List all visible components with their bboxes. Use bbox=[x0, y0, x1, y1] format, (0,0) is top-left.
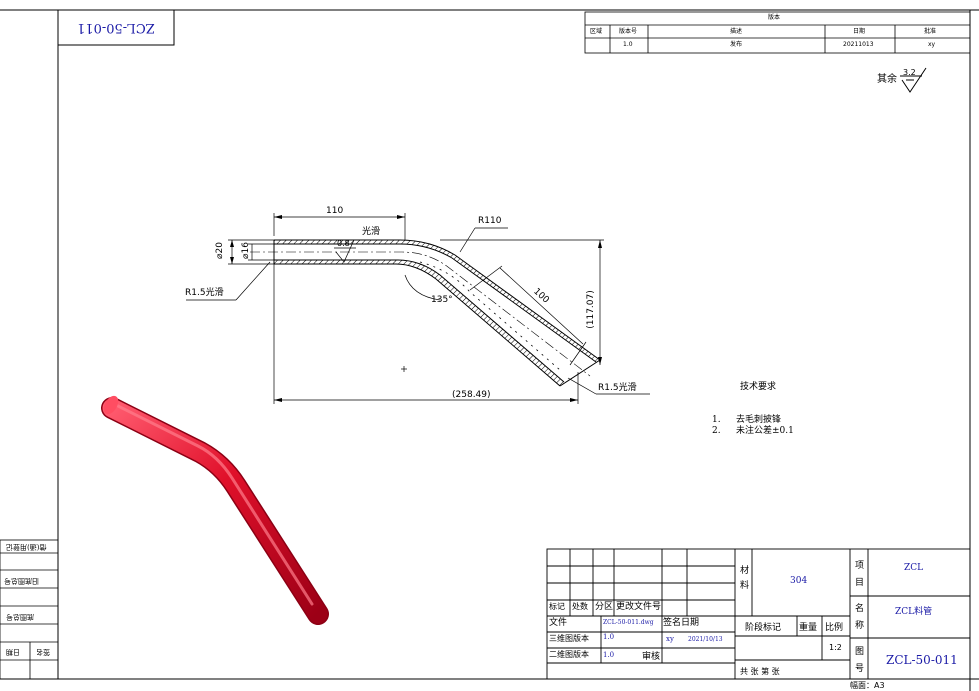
dimension-arrows bbox=[230, 215, 602, 402]
tb-mark-h-3: 更改文件号 bbox=[616, 602, 662, 612]
rev-row-approve: xy bbox=[928, 41, 936, 48]
tb-name-label: 名称 bbox=[853, 603, 863, 637]
roughness-symbol bbox=[900, 67, 927, 93]
title-block-lines bbox=[546, 548, 971, 680]
rev-row-version: 1.0 bbox=[623, 41, 633, 48]
tb-drawing-no-label: 图号 bbox=[853, 646, 863, 680]
dim-r1-5-left: R1.5光滑 bbox=[185, 288, 224, 298]
tb-mark-h-0: 标记 bbox=[549, 602, 565, 611]
tb-date: 2021/10/13 bbox=[688, 636, 723, 643]
roughness-value: 3.2 bbox=[903, 68, 916, 77]
tb-project-value: ZCL bbox=[904, 563, 924, 573]
tb-material-label: 材料 bbox=[738, 565, 748, 595]
rev-header-approve: 批准 bbox=[924, 28, 937, 35]
dim-angle-135: 135° bbox=[431, 295, 453, 305]
tb-mark-h-1: 处数 bbox=[572, 602, 588, 611]
tech-title: 技术要求 bbox=[740, 382, 777, 392]
tb-scale-value: 1:2 bbox=[829, 643, 842, 652]
dimension-lines bbox=[186, 213, 650, 404]
top-stamp-drawing-number: ZCL-50-011 bbox=[77, 20, 155, 35]
tech-item-1-num: 1. bbox=[712, 415, 721, 425]
dim-phi16: ⌀16 bbox=[240, 242, 251, 259]
tb-format: 幅面：A3 bbox=[850, 681, 885, 690]
side-label-register: 借(通)用登记 bbox=[6, 543, 47, 551]
tb-stage-label: 阶段标记 bbox=[745, 623, 782, 633]
rev-header-zone: 区域 bbox=[590, 28, 603, 35]
pipe-wall-hatching bbox=[274, 240, 600, 386]
rev-header-version: 版本号 bbox=[619, 28, 638, 35]
dim-smooth-top: 光滑 bbox=[362, 227, 381, 237]
rev-header-date: 日期 bbox=[853, 28, 866, 35]
dim-phi20: ⌀20 bbox=[214, 242, 225, 259]
tb-3d-label: 三维图版本 bbox=[549, 634, 589, 643]
side-label-base-no: 底图总号 bbox=[6, 613, 34, 621]
dim-r1-5-right: R1.5光滑 bbox=[598, 383, 637, 393]
dim-110: 110 bbox=[326, 206, 344, 216]
tb-sign-date: 签名日期 bbox=[663, 618, 700, 628]
revision-table-lines bbox=[584, 11, 971, 54]
drawing-border bbox=[0, 9, 979, 691]
center-mark bbox=[401, 366, 407, 372]
tb-sheets: 共 张 第 张 bbox=[740, 667, 780, 676]
side-label-old-base-no: 旧底图总号 bbox=[4, 577, 39, 585]
tb-drawing-no-value: ZCL-50-011 bbox=[886, 653, 958, 667]
rev-row-date: 20211013 bbox=[843, 41, 874, 48]
revision-table-title: 版本 bbox=[768, 14, 781, 21]
roughness-label: 其余 bbox=[877, 74, 897, 85]
dim-258-49: (258.49) bbox=[452, 390, 491, 400]
dim-0-8: 0.8 bbox=[337, 239, 350, 248]
side-label-date: 日期 bbox=[6, 648, 20, 656]
dim-117-07: (117.07) bbox=[585, 290, 596, 329]
rev-header-description: 描述 bbox=[730, 28, 743, 35]
tb-3d-value: 1.0 bbox=[603, 633, 615, 641]
tb-file-label: 文件 bbox=[549, 618, 568, 628]
tech-item-2-text: 未注公差±0.1 bbox=[736, 426, 794, 436]
tb-2d-label: 二维图版本 bbox=[549, 650, 589, 659]
tb-mark-h-2: 分区 bbox=[595, 602, 614, 612]
tb-project-label: 项目 bbox=[853, 560, 863, 594]
tb-file-value: ZCL-50-011.dwg bbox=[603, 619, 654, 626]
tb-scale-label: 比例 bbox=[825, 623, 844, 633]
pipe-3d-render bbox=[101, 395, 329, 625]
tb-material-value: 304 bbox=[790, 576, 808, 586]
tb-xy: xy bbox=[666, 635, 674, 643]
side-label-sign: 签名 bbox=[36, 648, 50, 656]
tb-review-label: 审核 bbox=[642, 652, 661, 662]
side-stamp-table bbox=[0, 539, 59, 680]
rev-row-description: 发布 bbox=[730, 41, 743, 48]
tb-name-value: ZCL料管 bbox=[895, 607, 933, 617]
tech-item-2-num: 2. bbox=[712, 426, 721, 436]
top-stamp-box: ZCL-50-011 bbox=[58, 10, 174, 45]
tb-weight-label: 重量 bbox=[799, 623, 818, 633]
tb-2d-value: 1.0 bbox=[603, 651, 615, 659]
dim-r110: R110 bbox=[478, 216, 502, 226]
tech-item-1-text: 去毛刺披锋 bbox=[736, 415, 782, 425]
